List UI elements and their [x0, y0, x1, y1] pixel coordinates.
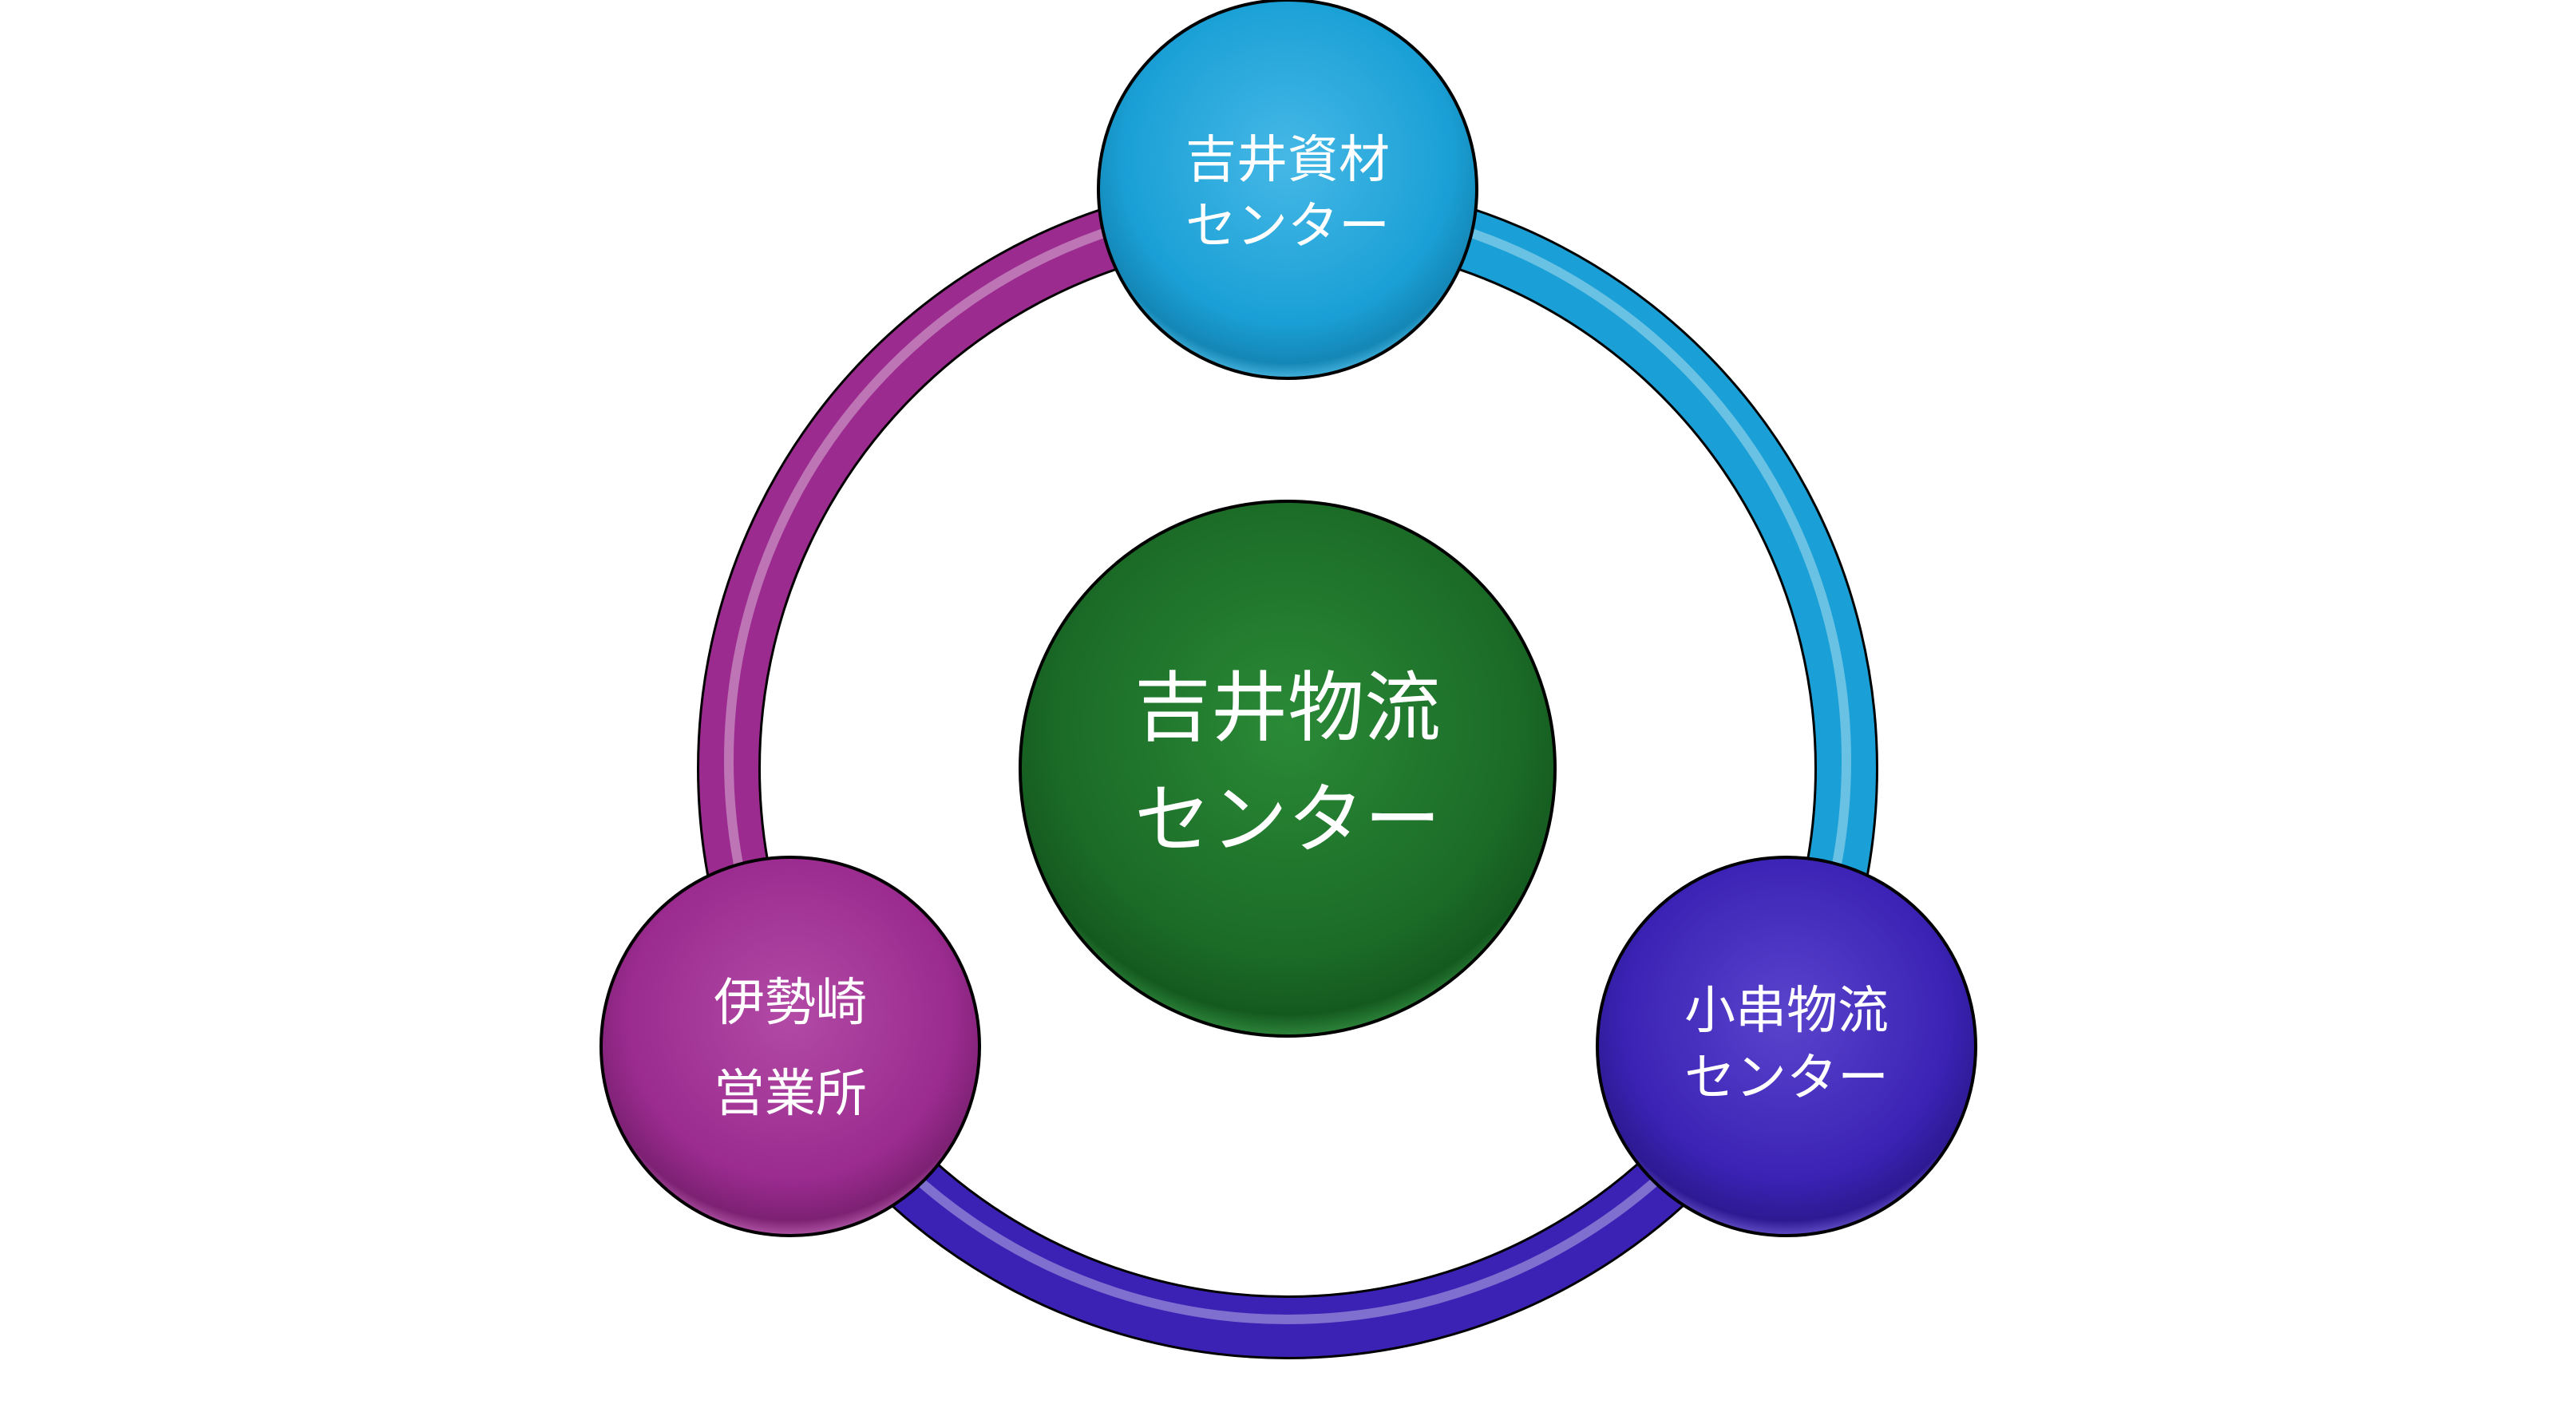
node-kogushi-circle [1596, 856, 1977, 1237]
ring-segment-kogushi-to-isesaki-fill [778, 1033, 1798, 1357]
node-kogushi-label-line1: 小串物流 [1684, 982, 1889, 1041]
node-yoshii-shizai-label-line2: センター [1185, 197, 1390, 256]
node-yoshii-shizai-label-line1: 吉井資材 [1185, 131, 1390, 190]
node-isesaki-label-line2: 営業所 [714, 1065, 867, 1124]
node-kogushi-label-line2: センター [1684, 1049, 1889, 1108]
center-node-label-line1: 吉井物流 [1134, 663, 1441, 753]
node-kogushi-butsuryu: 小串物流 センター [1596, 856, 1977, 1237]
node-isesaki-circle [599, 856, 981, 1237]
ring-highlight [724, 197, 1852, 1324]
node-isesaki-label-line1: 伊勢崎 [714, 974, 867, 1033]
node-yoshii-shizai-circle [1097, 0, 1478, 380]
center-node-label-line2: センター [1134, 775, 1441, 864]
node-yoshii-shizai: 吉井資材 センター [1097, 0, 1478, 380]
node-isesaki-eigyosho: 伊勢崎 営業所 [599, 856, 981, 1237]
center-node-circle [1019, 500, 1557, 1038]
center-node-yoshii-butsuryu: 吉井物流 センター [1019, 500, 1557, 1038]
